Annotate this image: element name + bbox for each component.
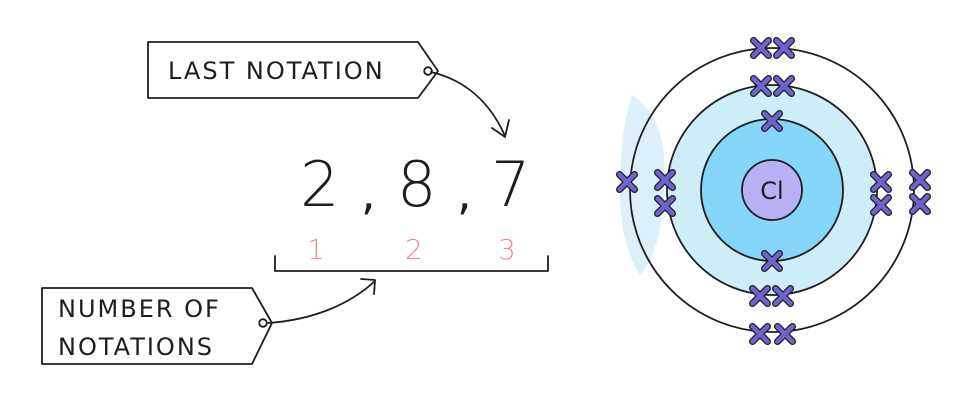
outer-shell-electron-6 bbox=[749, 323, 771, 345]
outer-shell-electron-5 bbox=[909, 193, 931, 215]
middle-shell-electron-1 bbox=[750, 75, 772, 97]
last-notation-label: LAST NOTATION bbox=[168, 57, 385, 85]
middle-shell-electron-4 bbox=[654, 195, 676, 217]
last-notation-tag: LAST NOTATION bbox=[147, 41, 439, 99]
configuration-numbers: 2 , 8 , 7 bbox=[300, 148, 530, 221]
inner-shell-electron-1 bbox=[761, 110, 783, 132]
nucleus bbox=[741, 159, 803, 221]
middle-shell-electron-3 bbox=[654, 169, 676, 191]
number-of-notations-label-line-2: NOTATIONS bbox=[58, 333, 214, 361]
last-notation-tag-shape bbox=[147, 41, 439, 99]
inner-shell-electron-2 bbox=[761, 250, 783, 272]
number-notations-arrowhead bbox=[360, 278, 376, 295]
config-digit-1: 2 bbox=[300, 148, 339, 221]
outer-shell-electron-3 bbox=[616, 171, 638, 193]
index-number-2: 2 bbox=[405, 233, 423, 266]
outer-shell-electron-1 bbox=[750, 37, 772, 59]
number-of-notations-label-line-1: NUMBER OF bbox=[58, 295, 221, 323]
last-notation-arrow-line bbox=[430, 71, 506, 137]
number-of-notations-tag-hole bbox=[258, 318, 268, 328]
last-notation-tag-hole bbox=[423, 66, 433, 76]
last-notation-arrowhead bbox=[491, 119, 510, 138]
middle-shell-electron-8 bbox=[772, 285, 794, 307]
notation-indices: 1 2 3 bbox=[307, 233, 516, 266]
notation-bracket bbox=[274, 255, 549, 272]
number-of-notations-tag-shape bbox=[41, 287, 273, 365]
config-separator-2: , bbox=[457, 166, 472, 220]
outer-shell-highlight bbox=[620, 95, 665, 275]
index-number-1: 1 bbox=[307, 233, 325, 266]
last-notation-arrow bbox=[430, 71, 510, 138]
outer-shell-electron-7 bbox=[774, 323, 796, 345]
number-notations-arrow-line bbox=[267, 280, 376, 324]
middle-shell-electron-5 bbox=[870, 171, 892, 193]
chlorine-atom: Cl bbox=[616, 37, 931, 345]
middle-shell-electron-6 bbox=[870, 194, 892, 216]
index-number-3: 3 bbox=[498, 233, 516, 266]
config-digit-3: 7 bbox=[491, 148, 530, 221]
atom-symbol: Cl bbox=[760, 177, 783, 205]
number-of-notations-tag: NUMBER OF NOTATIONS bbox=[41, 287, 273, 365]
outer-shell-electron-2 bbox=[773, 37, 795, 59]
electrons bbox=[616, 37, 931, 345]
config-separator-1: , bbox=[361, 166, 376, 220]
config-digit-2: 8 bbox=[397, 148, 436, 221]
middle-shell-electron-2 bbox=[773, 75, 795, 97]
middle-shell-electron-7 bbox=[749, 285, 771, 307]
outer-shell-electron-4 bbox=[909, 169, 931, 191]
number-notations-arrow bbox=[267, 278, 376, 324]
